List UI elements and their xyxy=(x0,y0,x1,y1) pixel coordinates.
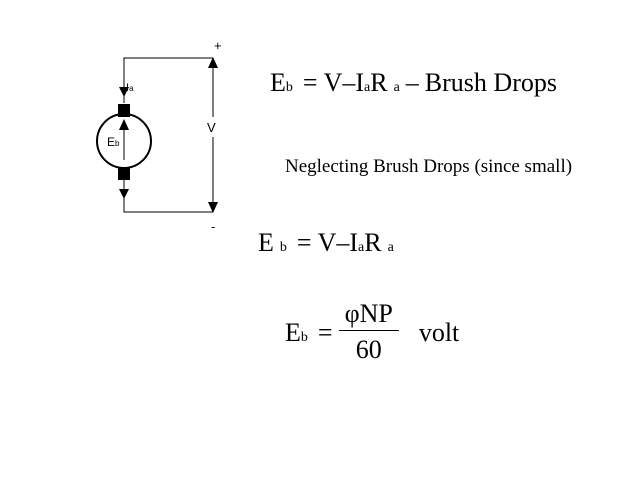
bottom-brush xyxy=(118,167,130,180)
voltage-arrow-head-up xyxy=(208,57,218,68)
dc-motor-circuit-diagram xyxy=(96,57,218,213)
fraction-denominator: 60 xyxy=(355,335,382,364)
bottom-wire xyxy=(123,180,213,213)
voltage-label: V xyxy=(207,120,216,135)
back-emf-label: Eb xyxy=(107,135,120,149)
fraction-numerator: φNP xyxy=(338,300,399,331)
voltage-arrow-head-down xyxy=(208,202,218,213)
armature-current-label: Ia xyxy=(126,82,134,94)
top-wire xyxy=(123,57,213,103)
emf-fraction: φNP 60 xyxy=(338,300,399,365)
bottom-current-arrow xyxy=(119,189,129,199)
current-arrow xyxy=(119,87,129,97)
unit-label: volt xyxy=(418,317,460,347)
plus-terminal-label: + xyxy=(214,38,222,53)
minus-terminal-label: - xyxy=(211,219,216,234)
brush-drop-note: Neglecting Brush Drops (since small) xyxy=(285,156,573,177)
emf-arrow-head xyxy=(119,119,129,130)
top-brush xyxy=(118,104,130,117)
